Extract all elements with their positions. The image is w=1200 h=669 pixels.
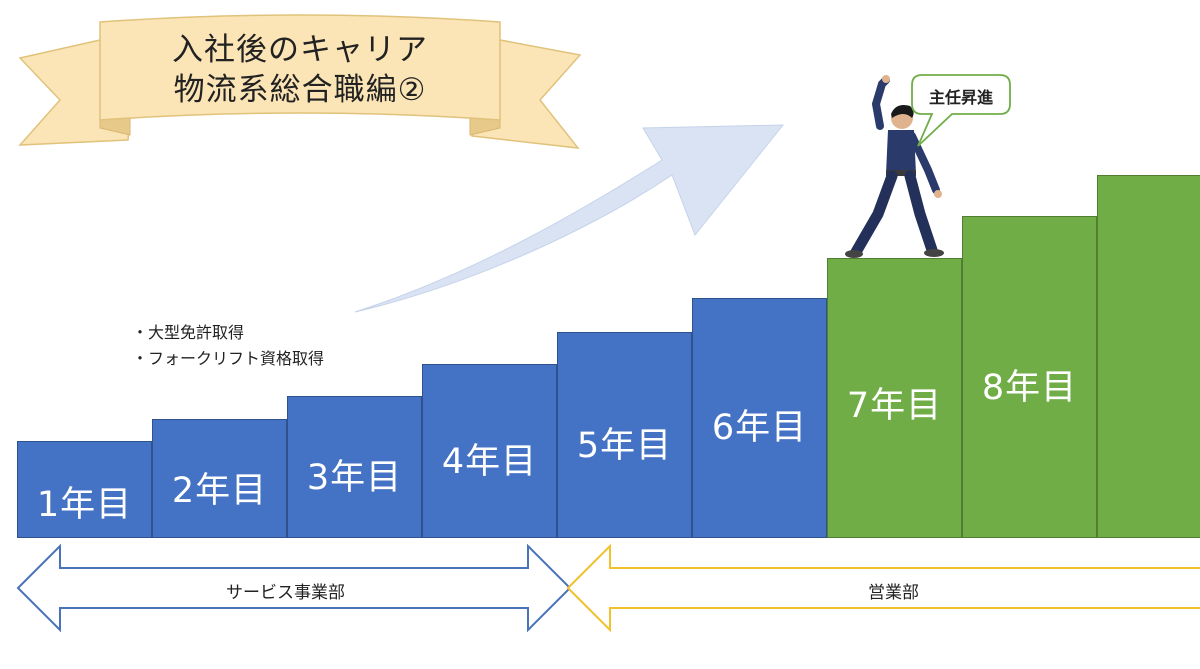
step-year-6-label: 6年目: [711, 408, 808, 448]
step-year-2: 2年目: [152, 419, 287, 538]
service-dept-label: サービス事業部: [226, 583, 345, 603]
step-year-1: 1年目: [17, 441, 152, 538]
employee-figure: [845, 75, 944, 258]
speech-bubble: [911, 74, 1011, 147]
step-year-9: [1097, 175, 1200, 538]
step-year-4-label: 4年目: [441, 442, 538, 482]
sales-dept-arrow: [566, 543, 1200, 633]
ribbon-banner: [18, 14, 582, 149]
step-year-1-label: 1年目: [36, 485, 133, 525]
step-year-6: 6年目: [692, 298, 827, 538]
banner-title-line2: 物流系総合職編②: [173, 72, 427, 108]
step-year-3-label: 3年目: [306, 458, 403, 498]
banner-title-line1: 入社後のキャリア: [172, 32, 428, 68]
step-year-3: 3年目: [287, 396, 422, 538]
note-large-license: ・大型免許取得: [132, 323, 245, 342]
step-year-4: 4年目: [422, 364, 557, 538]
step-year-7-label: 7年目: [846, 386, 943, 426]
note-forklift-license: ・フォークリフト資格取得: [132, 349, 325, 368]
qualification-notes: ・大型免許取得 ・フォークリフト資格取得: [132, 320, 324, 372]
bubble-text: 主任昇進: [928, 88, 993, 107]
step-year-5: 5年目: [557, 332, 692, 538]
step-year-8: 8年目: [962, 216, 1097, 538]
sales-dept-label: 営業部: [868, 583, 919, 603]
growth-arrow: [354, 124, 785, 313]
step-year-2-label: 2年目: [171, 471, 268, 511]
step-year-8-label: 8年目: [981, 368, 1078, 408]
step-year-7: 7年目: [827, 258, 962, 538]
step-year-5-label: 5年目: [576, 426, 673, 466]
